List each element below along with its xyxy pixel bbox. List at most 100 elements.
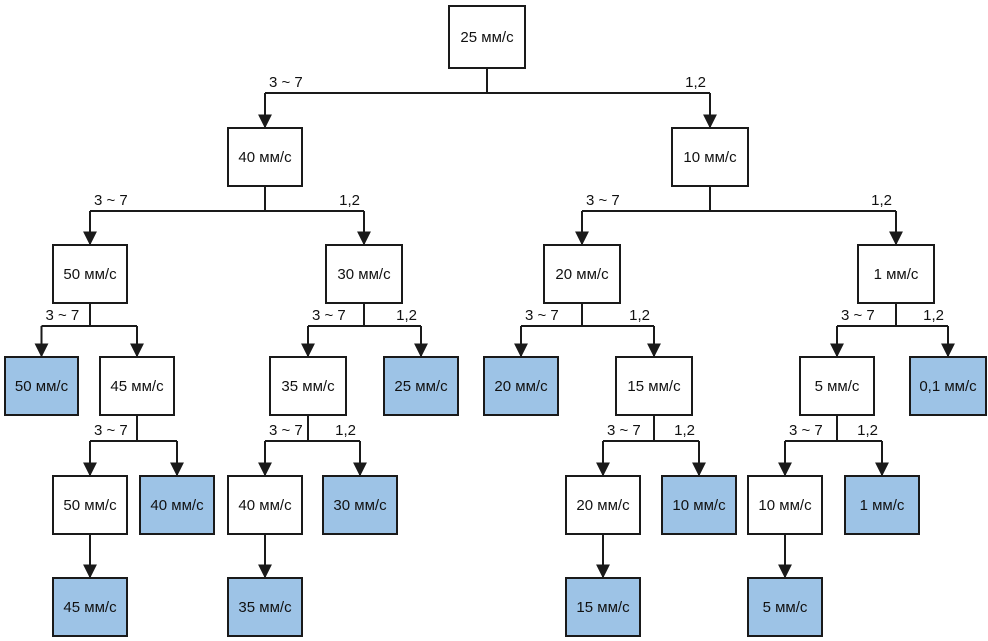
node-label: 35 мм/с <box>281 378 335 395</box>
node-box <box>615 356 693 416</box>
branch-connector: 3 ~ 7 <box>34 303 144 358</box>
node-box <box>4 356 79 416</box>
node-box <box>671 127 749 187</box>
node-label: 10 мм/с <box>758 497 812 514</box>
branch-connector: 3 ~ 7 <box>83 415 184 477</box>
result-node: 1 мм/с <box>844 475 920 535</box>
node-label: 15 мм/с <box>576 599 630 616</box>
result-node: 40 мм/с <box>139 475 215 535</box>
node-label: 10 мм/с <box>683 149 737 166</box>
node-label: 10 мм/с <box>672 497 726 514</box>
branch-connector: 3 ~ 7 1,2 <box>301 303 428 358</box>
node-label: 50 мм/с <box>15 378 69 395</box>
left-branch-label: 3 ~ 7 <box>841 307 875 324</box>
node-label: 50 мм/с <box>63 497 117 514</box>
left-branch-label: 3 ~ 7 <box>269 74 303 91</box>
speed-node: 40 мм/с <box>227 127 303 187</box>
node-label: 40 мм/с <box>238 149 292 166</box>
branch-connector: 3 ~ 7 1,2 <box>258 68 717 129</box>
branch-connector: 3 ~ 7 1,2 <box>596 415 706 477</box>
right-branch-label: 1,2 <box>396 307 417 324</box>
node-box <box>483 356 559 416</box>
node-box <box>747 577 823 637</box>
node-label: 40 мм/с <box>150 497 204 514</box>
node-label: 50 мм/с <box>63 266 117 283</box>
node-label: 30 мм/с <box>337 266 391 283</box>
speed-node: 1 мм/с <box>857 244 935 304</box>
node-box <box>383 356 459 416</box>
speed-node: 40 мм/с <box>227 475 303 535</box>
speed-node: 50 мм/с <box>52 475 128 535</box>
result-node: 0,1 мм/с <box>909 356 987 416</box>
node-label: 20 мм/с <box>576 497 630 514</box>
node-label: 0,1 мм/с <box>919 378 977 395</box>
speed-node: 20 мм/с <box>543 244 621 304</box>
right-branch-label: 1,2 <box>674 422 695 439</box>
node-label: 25 мм/с <box>394 378 448 395</box>
left-branch-label: 3 ~ 7 <box>789 422 823 439</box>
speed-node: 15 мм/с <box>615 356 693 416</box>
node-box <box>325 244 403 304</box>
left-branch-label: 3 ~ 7 <box>269 422 303 439</box>
node-label: 1 мм/с <box>860 497 905 514</box>
node-box <box>448 5 526 69</box>
left-branch-label: 3 ~ 7 <box>46 307 80 324</box>
result-node: 45 мм/с <box>52 577 128 637</box>
left-branch-label: 3 ~ 7 <box>525 307 559 324</box>
node-box <box>99 356 175 416</box>
node-label: 45 мм/с <box>110 378 164 395</box>
edges-layer: 3 ~ 7 1,2 3 ~ 7 1,2 3 ~ 7 1,2 3 ~ 7 3 ~ 7 1,2 3 ~… <box>34 68 955 579</box>
node-box <box>227 127 303 187</box>
speed-node: 30 мм/с <box>325 244 403 304</box>
right-branch-label: 1,2 <box>335 422 356 439</box>
node-box <box>799 356 875 416</box>
node-box <box>747 475 823 535</box>
node-box <box>52 244 128 304</box>
node-label: 30 мм/с <box>333 497 387 514</box>
node-box <box>322 475 398 535</box>
speed-node: 50 мм/с <box>52 244 128 304</box>
node-box <box>909 356 987 416</box>
node-box <box>227 577 303 637</box>
node-label: 1 мм/с <box>874 266 919 283</box>
branch-connector: 3 ~ 7 1,2 <box>258 415 367 477</box>
result-node: 30 мм/с <box>322 475 398 535</box>
speed-node: 45 мм/с <box>99 356 175 416</box>
node-box <box>227 475 303 535</box>
nodes-layer: 25 мм/с 40 мм/с 10 мм/с 50 мм/с 30 мм/с 20 мм… <box>4 5 987 637</box>
node-box <box>139 475 215 535</box>
node-label: 20 мм/с <box>555 266 609 283</box>
node-box <box>661 475 737 535</box>
node-label: 40 мм/с <box>238 497 292 514</box>
node-label: 5 мм/с <box>815 378 860 395</box>
speed-node: 10 мм/с <box>747 475 823 535</box>
node-box <box>565 577 641 637</box>
left-branch-label: 3 ~ 7 <box>94 192 128 209</box>
node-label: 20 мм/с <box>494 378 548 395</box>
left-branch-label: 3 ~ 7 <box>607 422 641 439</box>
left-branch-label: 3 ~ 7 <box>312 307 346 324</box>
node-label: 15 мм/с <box>627 378 681 395</box>
result-node: 10 мм/с <box>661 475 737 535</box>
node-box <box>565 475 641 535</box>
node-label: 5 мм/с <box>763 599 808 616</box>
node-box <box>52 475 128 535</box>
node-box <box>543 244 621 304</box>
node-box <box>857 244 935 304</box>
right-branch-label: 1,2 <box>629 307 650 324</box>
right-branch-label: 1,2 <box>685 74 706 91</box>
right-branch-label: 1,2 <box>923 307 944 324</box>
result-node: 35 мм/с <box>227 577 303 637</box>
result-node: 25 мм/с <box>383 356 459 416</box>
node-box <box>52 577 128 637</box>
branch-connector: 3 ~ 7 1,2 <box>830 303 955 358</box>
right-branch-label: 1,2 <box>857 422 878 439</box>
right-branch-label: 1,2 <box>871 192 892 209</box>
branch-connector: 3 ~ 7 1,2 <box>778 415 889 477</box>
speed-node: 10 мм/с <box>671 127 749 187</box>
node-label: 25 мм/с <box>460 29 514 46</box>
branch-connector: 3 ~ 7 1,2 <box>514 303 661 358</box>
